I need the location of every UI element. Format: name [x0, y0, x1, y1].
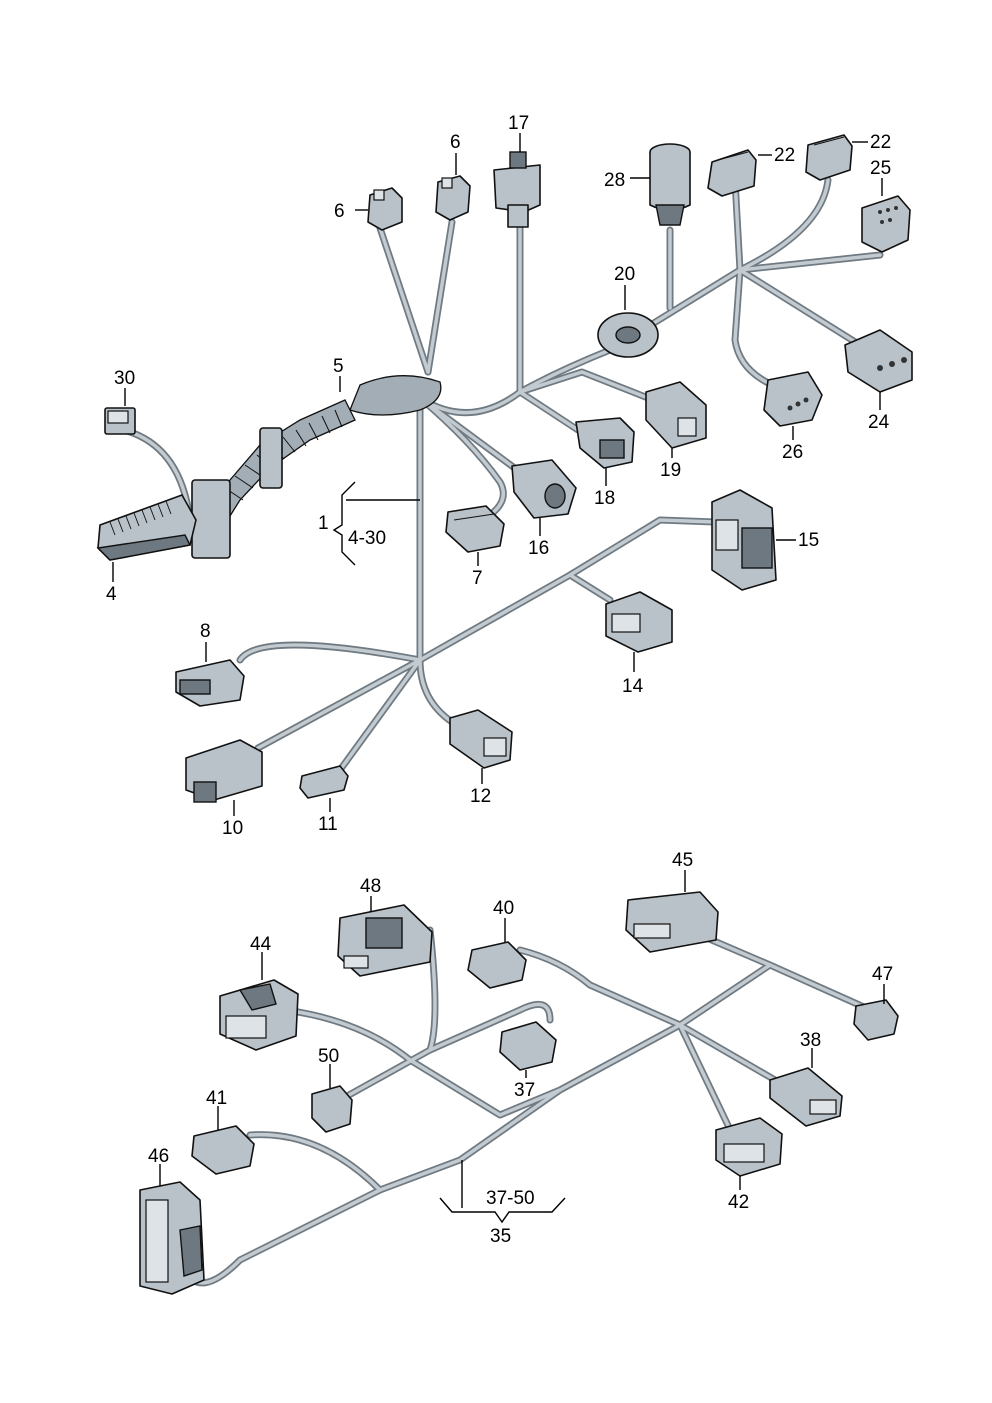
connector-38 — [769, 1067, 843, 1127]
label-4: 4 — [106, 584, 117, 605]
label-11: 11 — [318, 814, 338, 835]
label-24: 24 — [868, 412, 890, 433]
connector-12 — [449, 709, 513, 769]
connector-48 — [337, 904, 433, 977]
label-6b: 6 — [450, 132, 461, 153]
label-30: 30 — [114, 368, 135, 389]
connector-7 — [445, 505, 505, 553]
upper-main-label: 1 — [318, 513, 329, 534]
label-5: 5 — [333, 356, 344, 377]
label-46: 46 — [148, 1146, 169, 1167]
connector-15 — [711, 489, 777, 591]
label-18: 18 — [594, 488, 615, 509]
label-38: 38 — [800, 1030, 821, 1051]
label-45: 45 — [672, 850, 693, 871]
connector-44 — [219, 979, 299, 1051]
upper-range-label: 4-30 — [348, 528, 386, 549]
label-28: 28 — [604, 170, 625, 191]
lower-main-label: 35 — [490, 1226, 511, 1247]
corrugated-sleeve — [191, 375, 442, 559]
label-42: 42 — [728, 1192, 749, 1213]
connector-46 — [139, 1181, 205, 1295]
connector-6b — [435, 175, 471, 221]
label-47: 47 — [872, 964, 893, 985]
label-22b: 22 — [870, 132, 891, 153]
connector-16 — [511, 459, 577, 519]
connector-8 — [175, 659, 245, 707]
connector-4 — [96, 494, 197, 561]
connector-22b — [805, 134, 853, 181]
label-16: 16 — [528, 538, 549, 559]
connector-40 — [467, 941, 527, 989]
connector-22a — [707, 149, 757, 197]
callout-labels: 30 4 5 6 6 17 28 22 22 25 20 24 26 19 18… — [106, 113, 893, 1247]
upper-harness-wires — [111, 176, 884, 774]
label-26: 26 — [782, 442, 803, 463]
label-7: 7 — [472, 568, 483, 589]
connector-42 — [715, 1117, 783, 1177]
label-10: 10 — [222, 818, 243, 839]
connector-30 — [104, 407, 136, 435]
connector-37 — [499, 1021, 557, 1071]
label-25: 25 — [870, 158, 891, 179]
label-19: 19 — [660, 460, 681, 481]
connector-47 — [853, 999, 899, 1041]
lower-range-label: 37-50 — [486, 1188, 535, 1209]
label-8: 8 — [200, 621, 211, 642]
label-50: 50 — [318, 1046, 339, 1067]
lower-harness-wires — [181, 926, 879, 1287]
label-20: 20 — [614, 264, 635, 285]
connector-17 — [493, 151, 541, 228]
label-12: 12 — [470, 786, 491, 807]
label-37: 37 — [514, 1080, 535, 1101]
connector-25 — [861, 195, 911, 253]
connector-50 — [311, 1085, 353, 1133]
connector-18 — [575, 417, 635, 469]
label-48: 48 — [360, 876, 381, 897]
connector-11 — [299, 765, 349, 799]
connector-6a — [367, 187, 403, 231]
connector-45 — [625, 891, 719, 953]
connector-26 — [763, 371, 823, 427]
leader-lines — [112, 133, 885, 1224]
connector-41 — [191, 1125, 255, 1175]
label-14: 14 — [622, 676, 644, 697]
label-44: 44 — [250, 934, 272, 955]
grommet-20 — [597, 312, 659, 358]
label-40: 40 — [493, 898, 514, 919]
connector-19 — [645, 381, 707, 449]
label-6a: 6 — [334, 201, 345, 222]
label-17: 17 — [508, 113, 529, 134]
connector-10 — [185, 739, 263, 803]
label-15: 15 — [798, 530, 819, 551]
connector-24 — [844, 329, 913, 393]
connector-14 — [605, 591, 673, 653]
label-41: 41 — [206, 1088, 227, 1109]
label-22a: 22 — [774, 145, 795, 166]
connector-28 — [649, 143, 691, 226]
